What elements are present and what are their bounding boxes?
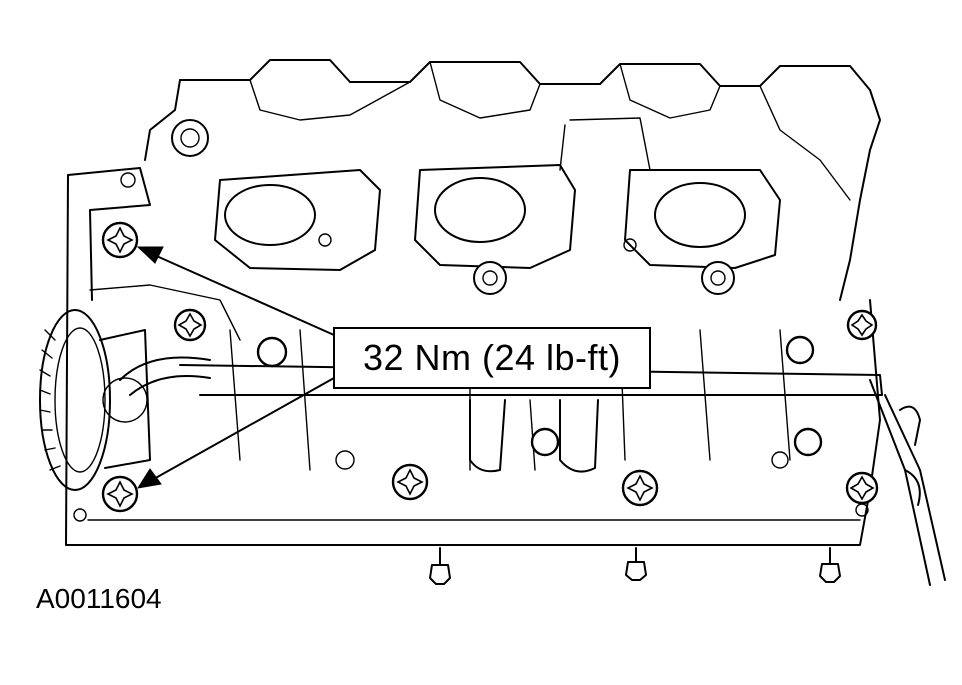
torque-callout: 32 Nm (24 lb-ft) xyxy=(333,327,651,389)
fasteners xyxy=(173,308,879,507)
timing-sprocket xyxy=(39,309,151,491)
mount-hole xyxy=(171,119,209,157)
cylinder-head-upper xyxy=(144,59,881,301)
nozzles xyxy=(429,547,841,585)
torx-bolt-icon xyxy=(106,226,134,254)
target-bolt-upper xyxy=(101,221,139,259)
leader-arrow-icon xyxy=(136,246,335,489)
figure-id: A0011604 xyxy=(36,583,162,614)
side-bracket xyxy=(869,379,946,586)
torque-label: 32 Nm (24 lb-ft) xyxy=(362,337,622,378)
port-openings xyxy=(214,117,781,295)
target-bolt-lower xyxy=(101,475,139,513)
torx-bolt-icon xyxy=(106,480,134,508)
